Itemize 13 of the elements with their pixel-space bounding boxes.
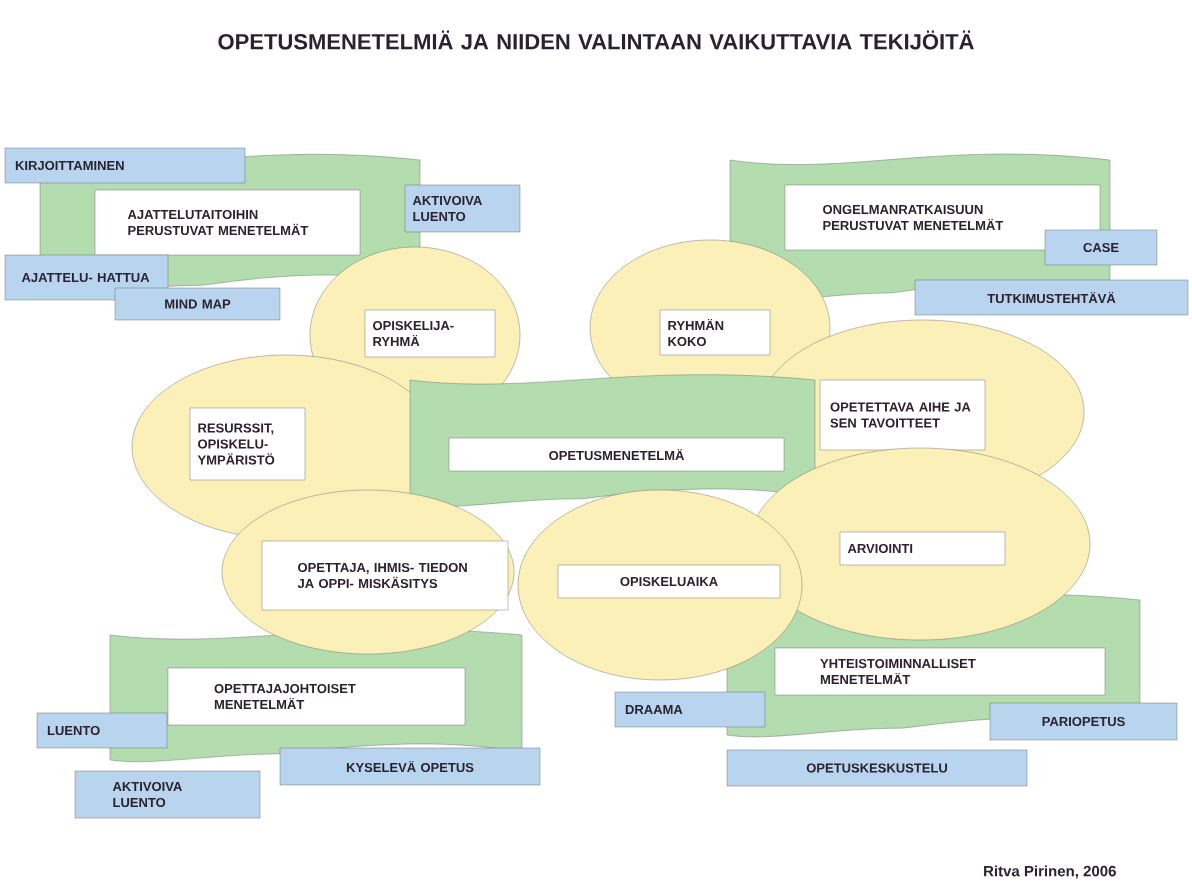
method-box: AKTIVOIVA LUENTO <box>74 770 261 819</box>
method-box: LUENTO <box>36 712 168 749</box>
title: OPETUSMENETELMIÄ JA NIIDEN VALINTAAN VAIKUTTAVIA TEKIJÖITÄ <box>218 30 974 50</box>
method-box: OPETUSKESKUSTELU <box>726 749 1028 787</box>
method-box: MIND MAP <box>114 287 281 321</box>
method-box: KIRJOITTAMINEN <box>4 147 246 184</box>
method-box: CASE <box>1044 229 1158 266</box>
method-box: KYSELEVÄ OPETUS <box>279 747 541 786</box>
method-box: TUTKIMUSTEHTÄVÄ <box>914 279 1189 316</box>
method-box: DRAAMA <box>614 691 766 728</box>
author-credit: Ritva Pirinen, 2006 <box>984 865 1116 879</box>
method-box: AKTIVOIVA LUENTO <box>404 184 521 233</box>
method-box: PARIOPETUS <box>989 702 1178 741</box>
